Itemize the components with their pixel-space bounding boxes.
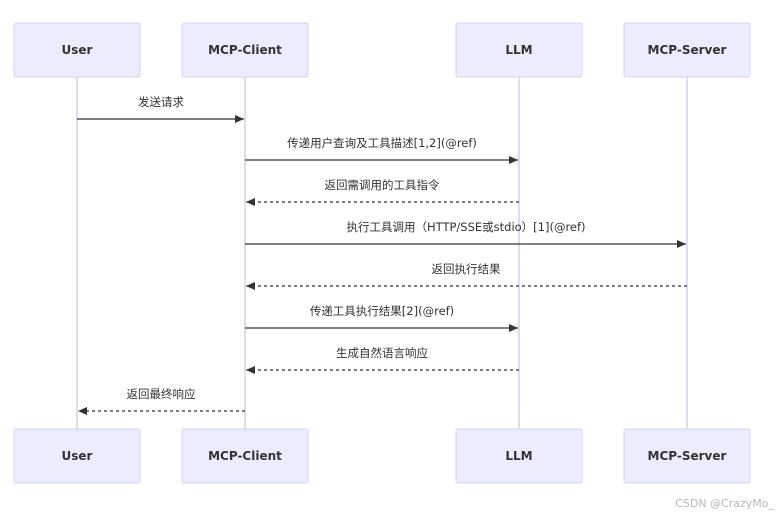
participant-user-bottom: User [13,428,141,484]
message-label: 发送请求 [138,95,184,109]
message-8: 返回最终响应 [78,387,245,415]
message-label: 返回执行结果 [432,262,501,276]
message-3: 返回需调用的工具指令 [246,178,519,206]
participant-server-bottom: MCP-Server [623,428,751,484]
participant-client-bottom: MCP-Client [181,428,309,484]
participant-box [181,428,309,484]
participants-top: User MCP-Client LLM MCP-Server [13,22,751,78]
participant-server-top: MCP-Server [623,22,751,78]
participant-box [623,428,751,484]
participant-label: LLM [505,449,532,463]
participant-label: User [62,449,93,463]
message-label: 返回需调用的工具指令 [325,178,440,192]
participant-label: User [62,43,93,57]
participant-label: LLM [505,43,532,57]
participant-client-top: MCP-Client [181,22,309,78]
participant-box [13,22,141,78]
participant-user-top: User [13,22,141,78]
lifelines [76,77,688,429]
message-label: 生成自然语言响应 [336,346,428,360]
message-1: 发送请求 [77,95,244,123]
participant-llm-bottom: LLM [455,428,583,484]
participant-label: MCP-Client [208,43,282,57]
message-label: 执行工具调用（HTTP/SSE或stdio）[1](@ref) [346,220,585,234]
message-7: 生成自然语言响应 [246,346,519,374]
message-6: 传递工具执行结果[2](@ref) [245,304,518,332]
message-label: 传递用户查询及工具描述[1,2](@ref) [287,136,477,150]
message-label: 传递工具执行结果[2](@ref) [310,304,454,318]
participant-box [623,22,751,78]
participant-box [13,428,141,484]
message-4: 执行工具调用（HTTP/SSE或stdio）[1](@ref) [245,220,686,248]
participant-box [455,22,583,78]
message-label: 返回最终响应 [127,387,196,401]
participant-llm-top: LLM [455,22,583,78]
participants-bottom: User MCP-Client LLM MCP-Server [13,428,751,484]
message-5: 返回执行结果 [246,262,687,290]
message-2: 传递用户查询及工具描述[1,2](@ref) [245,136,518,164]
participant-label: MCP-Client [208,449,282,463]
participant-box [181,22,309,78]
participant-label: MCP-Server [648,449,727,463]
participant-box [455,428,583,484]
participant-label: MCP-Server [648,43,727,57]
watermark: CSDN @CrazyMo_ [675,497,774,510]
